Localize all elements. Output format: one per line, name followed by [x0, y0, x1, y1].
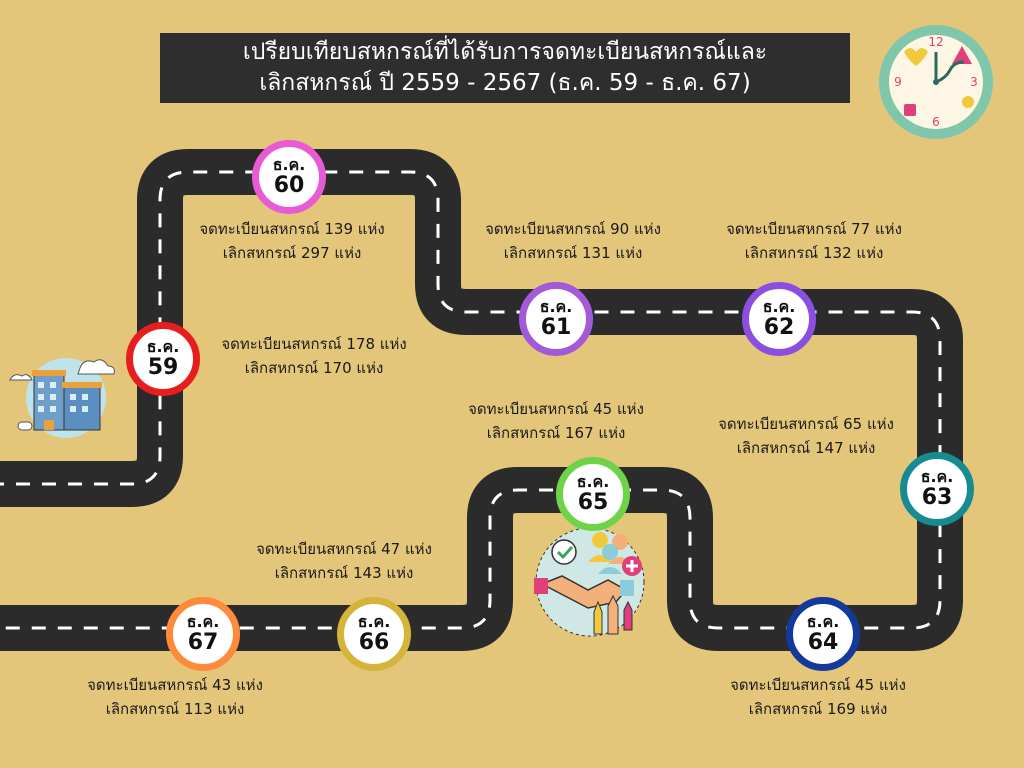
info-64: จดทะเบียนสหกรณ์ 45 แห่ง เลิกสหกรณ์ 169 แ…	[688, 673, 948, 721]
info-62: จดทะเบียนสหกรณ์ 77 แห่ง เลิกสหกรณ์ 132 แ…	[684, 217, 944, 265]
info-60: จดทะเบียนสหกรณ์ 139 แห่ง เลิกสหกรณ์ 297 …	[162, 217, 422, 265]
info-67: จดทะเบียนสหกรณ์ 43 แห่ง เลิกสหกรณ์ 113 แ…	[45, 673, 305, 721]
title-line-1: เปรียบเทียบสหกรณ์ที่ได้รับการจดทะเบียนสห…	[242, 39, 768, 65]
registered-line: จดทะเบียนสหกรณ์ 43 แห่ง	[87, 676, 263, 694]
badge-62: ธ.ค. 62	[742, 282, 816, 356]
badge-65: ธ.ค. 65	[556, 457, 630, 531]
info-65: จดทะเบียนสหกรณ์ 45 แห่ง เลิกสหกรณ์ 167 แ…	[426, 397, 686, 445]
badge-year: 59	[147, 355, 179, 380]
badge-month: ธ.ค.	[272, 155, 306, 174]
svg-text:12: 12	[928, 35, 943, 49]
badge-67: ธ.ค. 67	[166, 597, 240, 671]
dissolved-line: เลิกสหกรณ์ 143 แห่ง	[274, 564, 414, 582]
title-line-2: เลิกสหกรณ์ ปี 2559 - 2567 (ธ.ค. 59 - ธ.ค…	[259, 70, 751, 96]
dissolved-line: เลิกสหกรณ์ 167 แห่ง	[486, 424, 626, 442]
info-61: จดทะเบียนสหกรณ์ 90 แห่ง เลิกสหกรณ์ 131 แ…	[443, 217, 703, 265]
badge-year: 66	[358, 630, 390, 655]
badge-month: ธ.ค.	[186, 612, 220, 631]
badge-month: ธ.ค.	[357, 612, 391, 631]
badge-year: 65	[577, 490, 609, 515]
info-59: จดทะเบียนสหกรณ์ 178 แห่ง เลิกสหกรณ์ 170 …	[184, 332, 444, 380]
svg-text:6: 6	[932, 115, 940, 129]
dissolved-line: เลิกสหกรณ์ 170 แห่ง	[244, 359, 384, 377]
badge-59: ธ.ค. 59	[126, 322, 200, 396]
dissolved-line: เลิกสหกรณ์ 132 แห่ง	[744, 244, 884, 262]
dissolved-line: เลิกสหกรณ์ 113 แห่ง	[105, 700, 245, 718]
badge-month: ธ.ค.	[762, 297, 796, 316]
handshake-icon	[534, 527, 645, 637]
svg-text:3: 3	[970, 75, 978, 89]
badge-year: 62	[763, 315, 795, 340]
badge-month: ธ.ค.	[576, 472, 610, 491]
badge-year: 63	[921, 485, 953, 510]
badge-year: 67	[187, 630, 219, 655]
badge-month: ธ.ค.	[146, 337, 180, 356]
badge-61: ธ.ค. 61	[519, 282, 593, 356]
badge-60: ธ.ค. 60	[252, 140, 326, 214]
clock-icon: 12 3 6 9	[879, 25, 993, 139]
dissolved-line: เลิกสหกรณ์ 131 แห่ง	[503, 244, 643, 262]
registered-line: จดทะเบียนสหกรณ์ 77 แห่ง	[726, 220, 902, 238]
info-66: จดทะเบียนสหกรณ์ 47 แห่ง เลิกสหกรณ์ 143 แ…	[214, 537, 474, 585]
registered-line: จดทะเบียนสหกรณ์ 45 แห่ง	[730, 676, 906, 694]
registered-line: จดทะเบียนสหกรณ์ 45 แห่ง	[468, 400, 644, 418]
badge-year: 60	[273, 173, 305, 198]
dissolved-line: เลิกสหกรณ์ 169 แห่ง	[748, 700, 888, 718]
badge-month: ธ.ค.	[539, 297, 573, 316]
page-title: เปรียบเทียบสหกรณ์ที่ได้รับการจดทะเบียนสห…	[160, 33, 850, 103]
badge-year: 61	[540, 315, 572, 340]
badge-year: 64	[807, 630, 839, 655]
registered-line: จดทะเบียนสหกรณ์ 90 แห่ง	[485, 220, 661, 238]
info-63: จดทะเบียนสหกรณ์ 65 แห่ง เลิกสหกรณ์ 147 แ…	[676, 412, 936, 460]
registered-line: จดทะเบียนสหกรณ์ 139 แห่ง	[199, 220, 385, 238]
badge-month: ธ.ค.	[806, 612, 840, 631]
badge-64: ธ.ค. 64	[786, 597, 860, 671]
badge-63: ธ.ค. 63	[900, 452, 974, 526]
registered-line: จดทะเบียนสหกรณ์ 47 แห่ง	[256, 540, 432, 558]
svg-text:9: 9	[894, 75, 902, 89]
building-icon	[9, 358, 115, 438]
registered-line: จดทะเบียนสหกรณ์ 65 แห่ง	[718, 415, 894, 433]
registered-line: จดทะเบียนสหกรณ์ 178 แห่ง	[221, 335, 407, 353]
dissolved-line: เลิกสหกรณ์ 297 แห่ง	[222, 244, 362, 262]
dissolved-line: เลิกสหกรณ์ 147 แห่ง	[736, 439, 876, 457]
badge-66: ธ.ค. 66	[337, 597, 411, 671]
badge-month: ธ.ค.	[920, 467, 954, 486]
